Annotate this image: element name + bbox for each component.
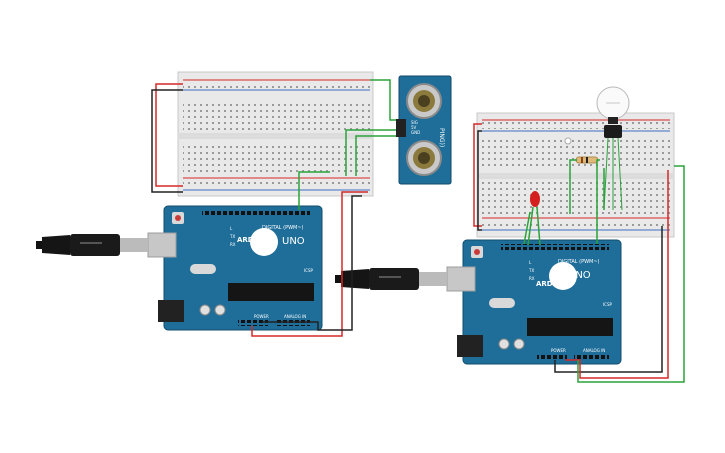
breadboard-right [476,112,675,238]
board-right-brand: ARDUINO [536,280,573,288]
board-left-analog-label: ANALOG IN [284,314,306,319]
board-left-power-label: POWER [254,314,269,319]
arduino-uno-right: ARDUINO UNO DIGITAL (PWM~) POWER ANALOG … [446,239,622,365]
sensor-name: PING)) [438,128,445,147]
arduino-uno-left: ARDUINO UNO DIGITAL (PWM~) POWER ANALOG … [147,205,323,331]
board-left-icsp-label: ICSP [304,268,314,273]
breadboard-left [177,71,374,197]
led-icon [527,191,541,246]
usb-plug-icon [36,234,148,256]
sensor-pin-5v: 5V [411,125,417,130]
board-right-power-label: POWER [551,348,566,353]
board-left-rx-label: RX [230,242,236,247]
sensor-pin-sig: SIG [411,120,418,125]
sensor-pin-gnd: GND [411,130,420,135]
board-right-digital-label: DIGITAL (PWM~) [558,259,600,265]
board-left-l-label: L [230,226,233,231]
jumper-cap [564,137,572,145]
board-right-l-label: L [529,260,532,265]
board-left-tx-label: TX [229,234,235,239]
board-left-brand: ARDUINO [237,236,274,244]
ultrasonic-sensor: PING)) SIG 5V GND [396,75,452,185]
board-right-analog-label: ANALOG IN [583,348,605,353]
light-bulb-icon [596,86,630,124]
board-right-model: UNO [568,270,591,281]
board-right-icsp-label: ICSP [603,302,613,307]
usb-plug-icon [335,268,447,290]
resistor-icon [575,156,599,164]
board-left-model: UNO [282,236,305,247]
board-right-tx-label: TX [528,268,534,273]
board-left-digital-label: DIGITAL (PWM~) [262,225,304,231]
board-right-rx-label: RX [529,276,535,281]
wires [151,79,685,383]
